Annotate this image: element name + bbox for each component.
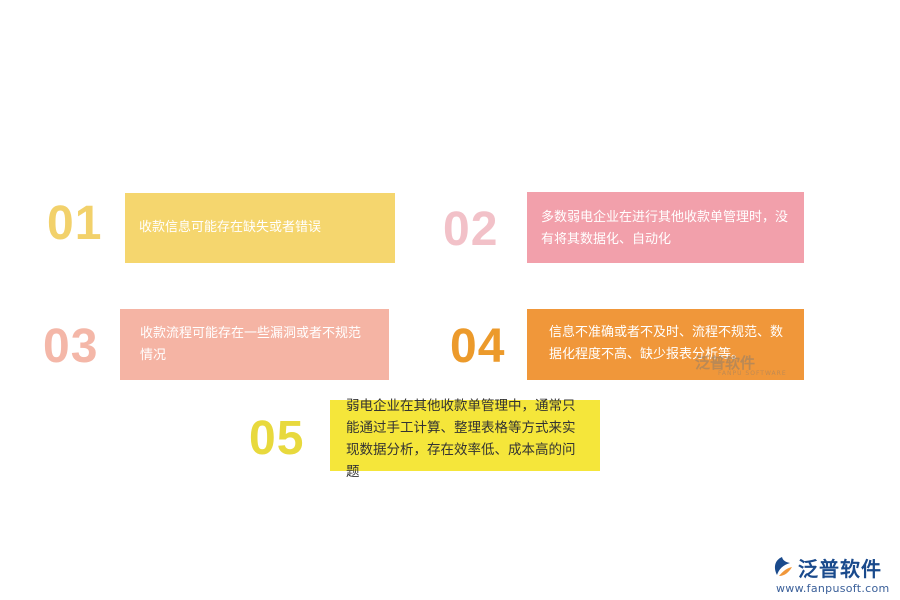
item-box: 多数弱电企业在进行其他收款单管理时，没有将其数据化、自动化 [527, 192, 804, 263]
logo-name: 泛普软件 [798, 557, 882, 581]
item-text: 收款流程可能存在一些漏洞或者不规范情况 [140, 326, 362, 363]
item-text: 信息不准确或者不及时、流程不规范、数据化程度不高、缺少报表分析等。 [549, 325, 784, 362]
brand-logo: 泛普软件 www.fanpusoft.com [770, 553, 895, 598]
item-box: 收款流程可能存在一些漏洞或者不规范情况 [120, 309, 389, 380]
item-number: 05 [249, 412, 305, 465]
item-box: 信息不准确或者不及时、流程不规范、数据化程度不高、缺少报表分析等。 [527, 309, 804, 380]
logo-url: www.fanpusoft.com [776, 582, 890, 595]
watermark-text: 泛普软件 [695, 354, 756, 372]
item-number: 02 [443, 203, 499, 256]
watermark-subtext: FANPU SOFTWARE [718, 370, 787, 377]
item-text: 弱电企业在其他收款单管理中，通常只能通过手工计算、整理表格等方式来实现数据分析，… [346, 398, 576, 480]
item-number: 01 [47, 197, 103, 250]
item-number: 04 [450, 320, 506, 373]
item-text: 多数弱电企业在进行其他收款单管理时，没有将其数据化、自动化 [541, 210, 789, 247]
item-number: 03 [43, 320, 99, 373]
logo-icon [774, 557, 792, 576]
item-box: 收款信息可能存在缺失或者错误 [125, 193, 395, 263]
item-box: 弱电企业在其他收款单管理中，通常只能通过手工计算、整理表格等方式来实现数据分析，… [330, 398, 600, 480]
item-text: 收款信息可能存在缺失或者错误 [139, 220, 322, 235]
